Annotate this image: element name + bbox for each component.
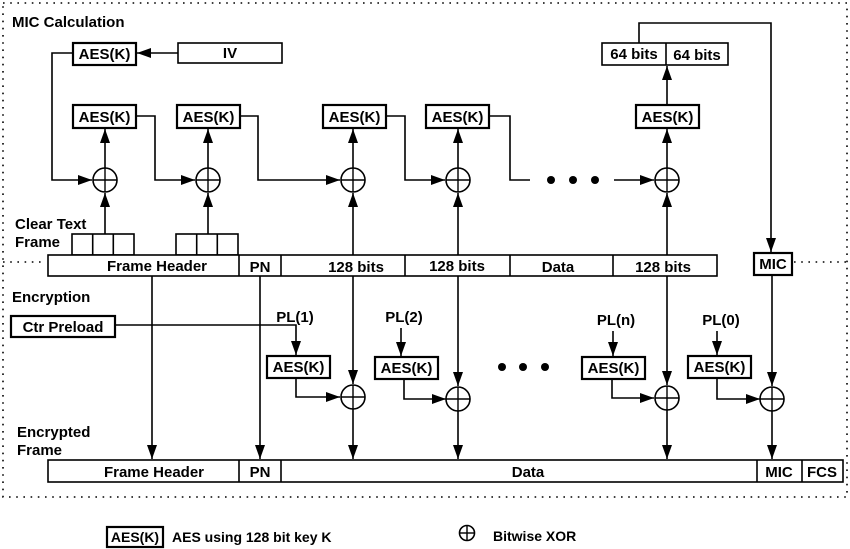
ellipsis-icon xyxy=(498,363,549,371)
xor-icon xyxy=(340,167,366,193)
field-128-bits: 128 bits xyxy=(328,259,384,276)
chain-arrow xyxy=(386,115,445,185)
ctr-preload-box xyxy=(9,314,117,339)
aes-label: AES(K) xyxy=(642,109,694,126)
aes-initial-to-xor-arrow xyxy=(51,52,92,185)
field-data: Data xyxy=(542,259,575,276)
aes-label: AES(K) xyxy=(329,109,381,126)
aes-label: AES(K) xyxy=(79,109,131,126)
legend-xor-icon xyxy=(458,524,476,542)
clear-text-frame-label: Clear Text xyxy=(15,216,86,233)
preload-label: PL(n) xyxy=(597,312,635,329)
field-frame-header: Frame Header xyxy=(104,464,204,481)
mic-output-half-2: 64 bits xyxy=(673,47,721,64)
preload-label: PL(0) xyxy=(702,312,740,329)
aes-box xyxy=(373,355,440,381)
mic-aes-block: AES(K) xyxy=(175,103,242,130)
mic-output-box xyxy=(601,42,729,66)
mic-aes-block: AES(K) xyxy=(634,103,701,130)
mic-aes-block: AES(K) xyxy=(321,103,388,130)
xor-icon xyxy=(759,386,785,412)
keystream-arrow xyxy=(403,379,446,404)
field-data: Data xyxy=(512,464,545,481)
aes-label: AES(K) xyxy=(694,359,746,376)
xor-icon xyxy=(654,385,680,411)
field-pn: PN xyxy=(250,464,271,481)
aes-label: AES(K) xyxy=(588,360,640,377)
encrypted-frame: Frame Header PN Data MIC FCS xyxy=(47,459,844,483)
iv-label: IV xyxy=(223,45,237,62)
legend-aes-symbol: AES(K) xyxy=(111,529,159,545)
aes-box xyxy=(686,354,753,380)
xor-icon xyxy=(445,167,471,193)
xor-icon xyxy=(340,384,366,410)
header-field-group xyxy=(71,233,135,256)
aes-label: AES(K) xyxy=(183,109,235,126)
enc-aes-block: AES(K) xyxy=(265,354,332,380)
aes-label: AES(K) xyxy=(432,109,484,126)
enc-aes-block: AES(K) xyxy=(373,355,440,381)
ctr-preload-label: Ctr Preload xyxy=(23,319,104,336)
field-pn: PN xyxy=(250,259,271,276)
aes-box xyxy=(580,355,647,381)
legend: AES(K) AES using 128 bit key K Bitwise X… xyxy=(105,524,576,549)
encrypted-frame-label: Frame xyxy=(17,442,62,459)
legend-aes-description: AES using 128 bit key K xyxy=(172,529,332,545)
preload-label: PL(2) xyxy=(385,309,423,326)
enc-aes-block: AES(K) xyxy=(580,355,647,381)
ellipsis-icon xyxy=(547,176,599,184)
aes-box xyxy=(265,354,332,380)
encrypted-frame-label: Encrypted xyxy=(17,424,90,441)
xor-icon xyxy=(654,167,680,193)
field-128-bits: 128 bits xyxy=(635,259,691,276)
header-field-group xyxy=(175,233,239,256)
mic-box xyxy=(752,251,794,277)
aes-label: AES(K) xyxy=(273,359,325,376)
chain-line xyxy=(489,115,530,181)
xor-icon xyxy=(195,167,221,193)
legend-aes-box xyxy=(105,525,165,549)
field-frame-header: Frame Header xyxy=(107,258,207,275)
mic-label: MIC xyxy=(759,256,787,273)
keystream-arrow xyxy=(611,379,654,403)
chain-arrow xyxy=(240,115,340,185)
field-128-bits: 128 bits xyxy=(429,258,485,275)
legend-xor-description: Bitwise XOR xyxy=(493,528,576,544)
aes-label: AES(K) xyxy=(79,46,131,63)
mic-calculation-title: MIC Calculation xyxy=(12,14,125,31)
clear-text-frame: Frame Header PN 128 bits 128 bits Data 1… xyxy=(47,254,718,277)
mic-output-to-mic-arrow xyxy=(638,22,776,252)
mic-aes-block: AES(K) xyxy=(71,103,138,130)
field-mic: MIC xyxy=(765,464,793,481)
clear-text-frame-label: Frame xyxy=(15,234,60,251)
aes-label: AES(K) xyxy=(381,360,433,377)
keystream-arrow xyxy=(295,378,340,402)
field-fcs: FCS xyxy=(807,464,837,481)
mic-output-half-1: 64 bits xyxy=(610,46,658,63)
chain-arrow xyxy=(136,115,195,185)
xor-icon xyxy=(445,386,471,412)
enc-aes-block: AES(K) xyxy=(686,354,753,380)
preload-label: PL(1) xyxy=(276,309,314,326)
aes-box-initial xyxy=(71,41,138,67)
keystream-arrow xyxy=(716,378,760,404)
xor-icon xyxy=(92,167,118,193)
mic-aes-block: AES(K) xyxy=(424,103,491,130)
ctr-preload-arrow xyxy=(115,324,301,355)
encryption-title: Encryption xyxy=(12,289,90,306)
